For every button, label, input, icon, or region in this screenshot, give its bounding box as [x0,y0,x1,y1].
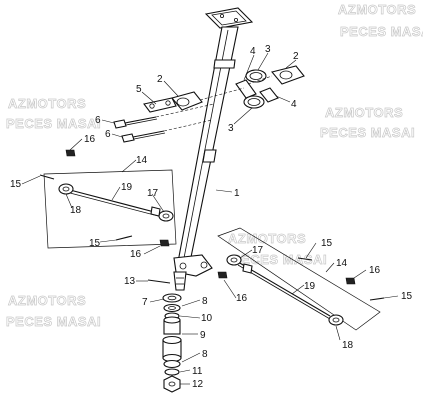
callout-13: 13 [124,276,136,287]
callout-16: 16 [236,293,248,304]
upper-clamp-assembly [113,65,305,143]
callout-15: 15 [401,291,413,302]
callout-16: 16 [84,134,96,145]
watermark-text: PECES MASAI [232,252,327,267]
callout-16: 16 [130,249,142,260]
callout-3: 3 [265,44,271,55]
callout-15: 15 [321,238,333,249]
callout-5: 5 [136,84,142,95]
watermark-text: PECES MASAI [320,125,415,140]
callout-19: 19 [121,182,133,193]
callout-15: 15 [89,238,101,249]
callout-9: 9 [200,330,206,341]
callout-2: 2 [293,51,299,62]
callout-8: 8 [202,296,208,307]
callout-1: 1 [234,188,240,199]
watermark-text: PECES MASAI [340,24,423,39]
left-tie-rod-assembly [39,149,177,249]
callout-3: 3 [228,123,234,134]
right-tie-rod-assembly [217,227,385,331]
watermark-text: AZMOTORS [228,231,306,246]
callout-19: 19 [304,281,316,292]
callout-4: 4 [291,99,297,110]
watermark-text: AZMOTORS [8,293,86,308]
callout-6: 6 [95,115,101,126]
lower-bearing-stack [147,279,182,393]
callout-2: 2 [157,74,163,85]
callout-17: 17 [252,245,264,256]
watermark-text: AZMOTORS [8,96,86,111]
watermark-group: AZMOTORS PECES MASAI AZMOTORS PECES MASA… [6,2,423,330]
callout-17: 17 [147,188,159,199]
watermark-text: PECES MASAI [6,314,101,329]
callout-16: 16 [369,265,381,276]
callout-labels: 1 2 2 3 3 4 4 5 6 6 7 8 8 9 10 11 12 13 … [10,44,413,390]
callout-7: 7 [142,297,148,308]
watermark-text: AZMOTORS [338,2,416,17]
watermark-text: PECES MASAI [6,116,101,131]
steering-column [173,7,254,291]
callout-8: 8 [202,349,208,360]
watermark-text: AZMOTORS [325,105,403,120]
callout-14: 14 [136,155,148,166]
callout-12: 12 [192,379,204,390]
callout-14: 14 [336,258,348,269]
callout-11: 11 [192,366,203,377]
leader-lines [21,52,399,385]
callout-6: 6 [105,129,111,140]
callout-18: 18 [342,340,354,351]
callout-15: 15 [10,179,22,190]
callout-18: 18 [70,205,82,216]
callout-4: 4 [250,46,256,57]
callout-10: 10 [201,313,213,324]
